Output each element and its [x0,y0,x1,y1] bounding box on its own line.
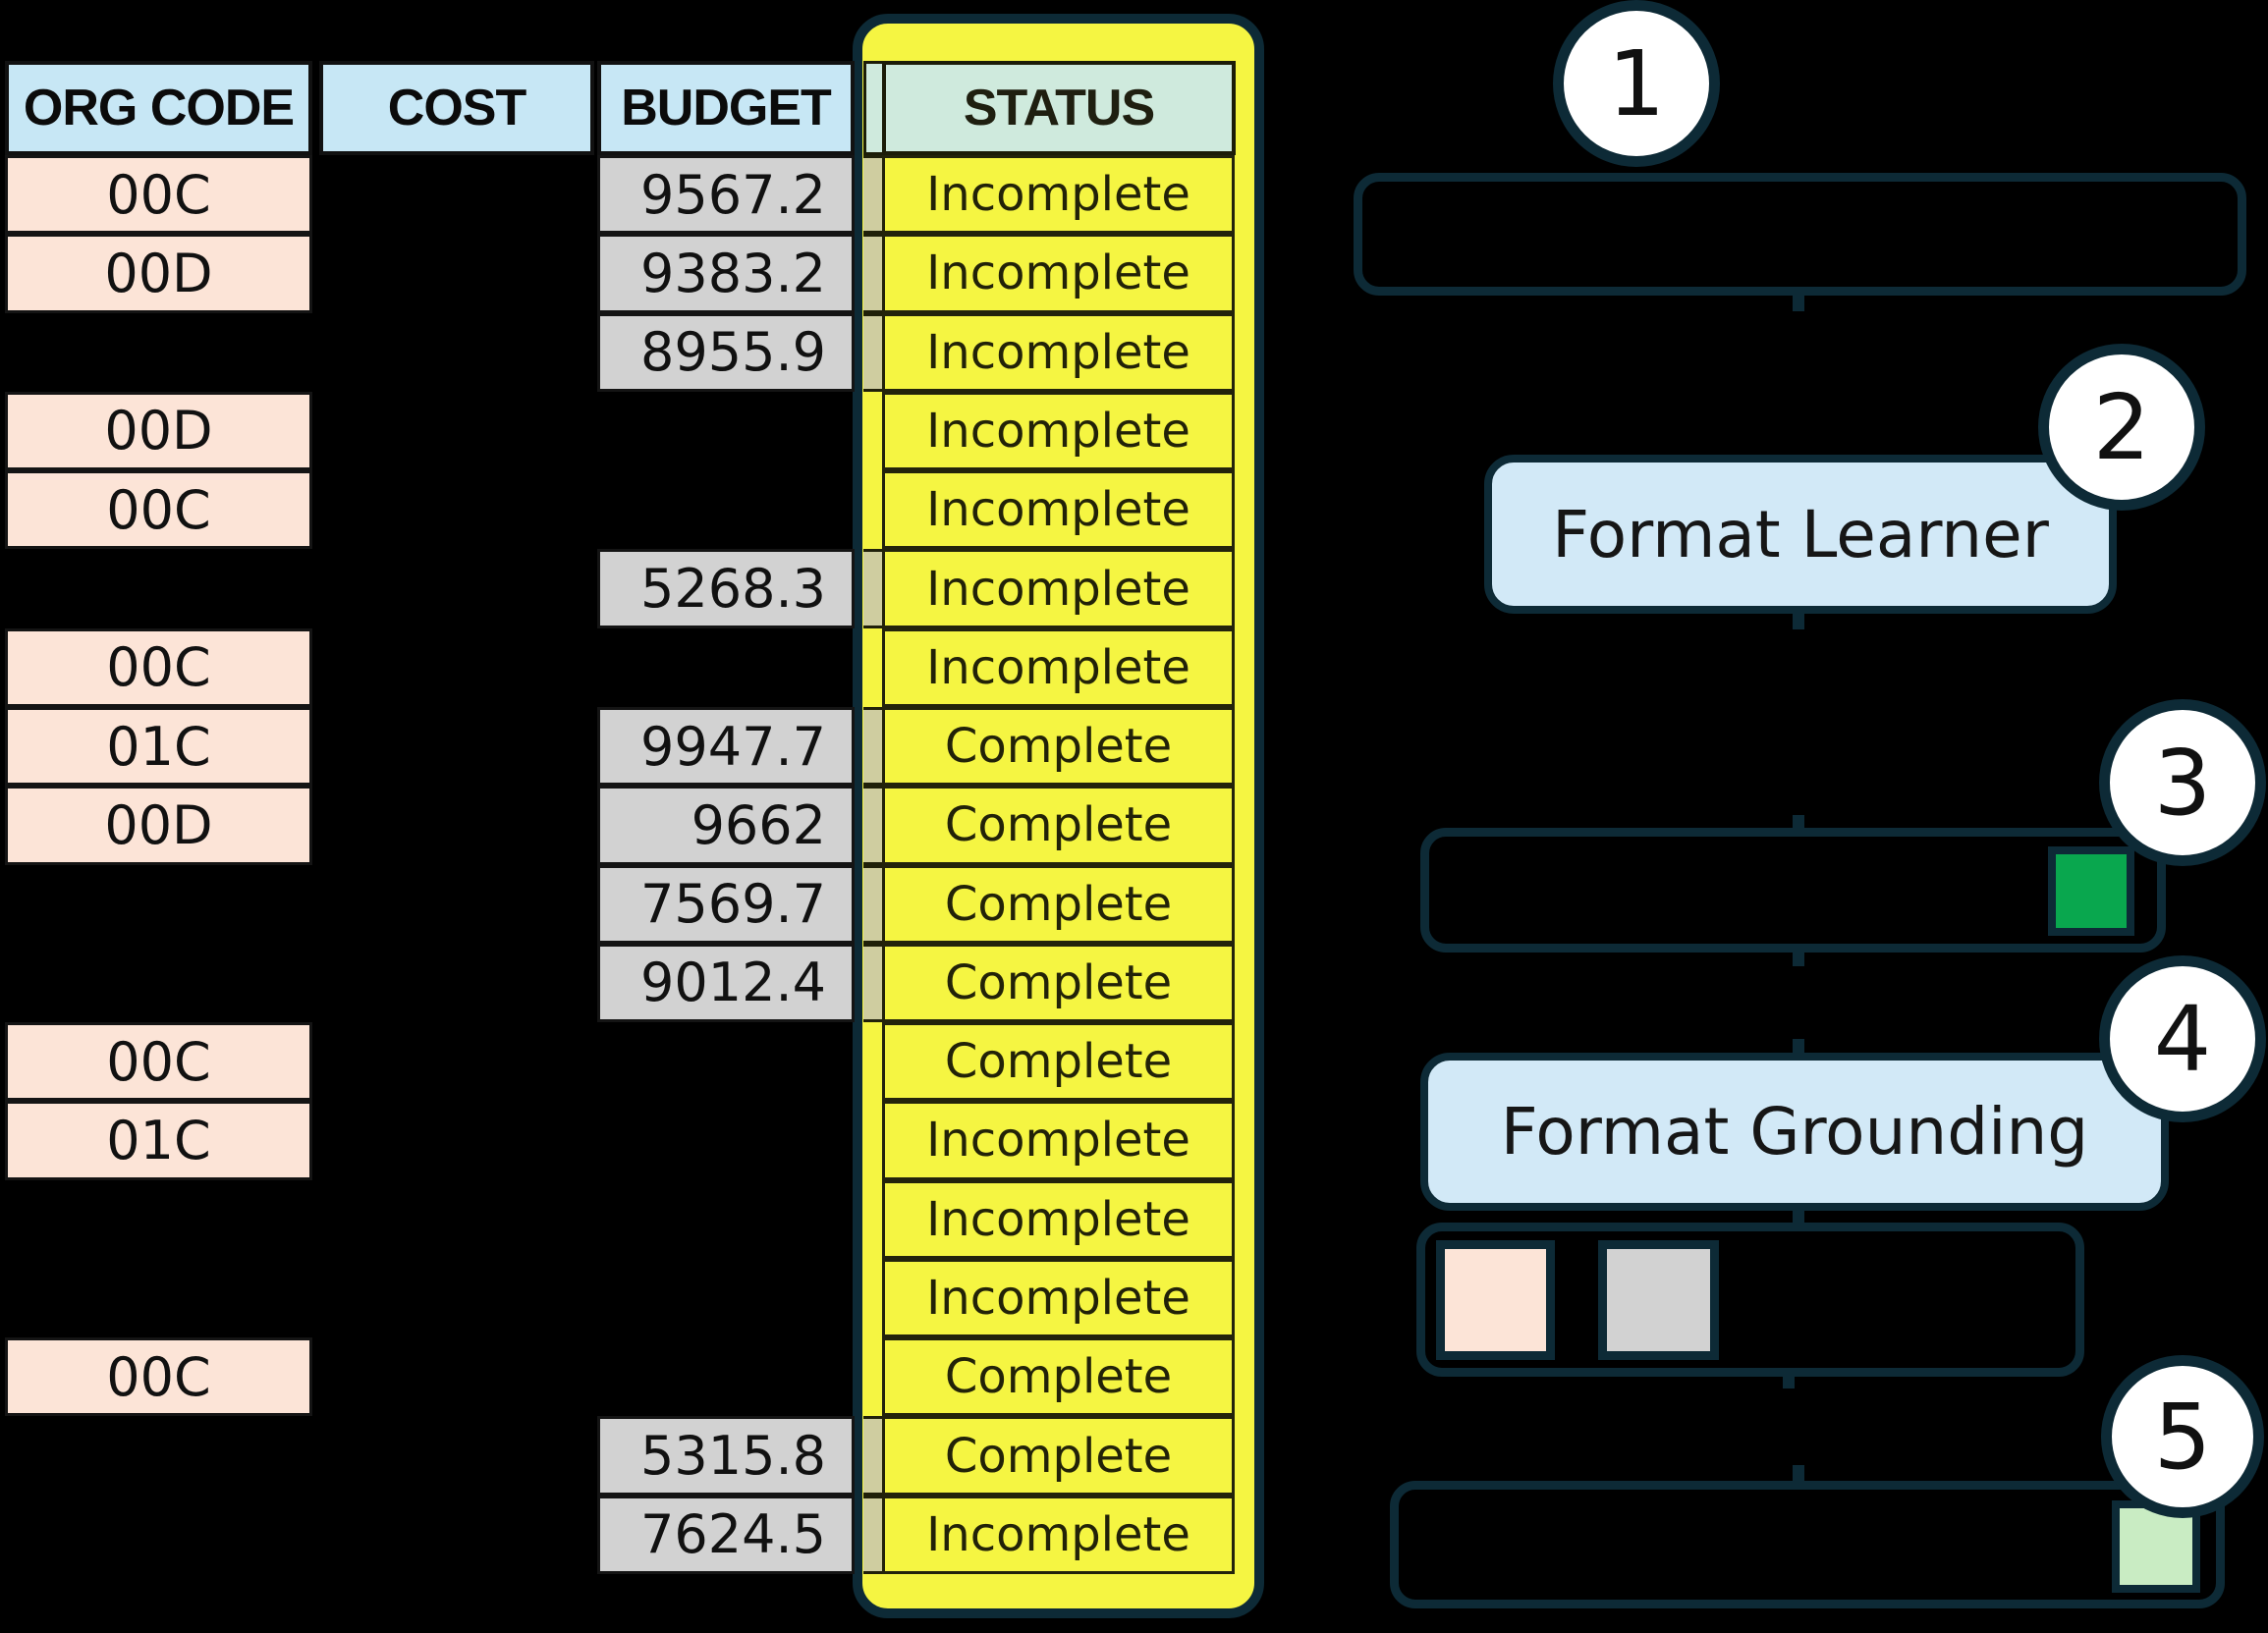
status-cell: Complete [882,706,1235,787]
budget-edge-sliver [863,786,884,865]
step-5-badge: 5 [2101,1355,2264,1518]
budget-cell: 8955.9 [597,312,855,392]
swatch-legend-box [1416,1223,2084,1377]
org-code-cell: 00C [5,1022,312,1102]
status-cell: Incomplete [882,1101,1235,1180]
cost-header: COST [319,61,594,155]
status-cell: Incomplete [882,155,1235,235]
gray-square-icon [1598,1240,1719,1360]
budget-edge-sliver [863,864,884,944]
budget-cell: 9662 [597,786,855,865]
connector-nub [1793,1207,1804,1225]
step-3-box [1420,828,2166,953]
status-cell: Incomplete [882,391,1235,471]
org-code-cell: 01C [5,1101,312,1180]
org-code-cell: 00D [5,391,312,471]
status-cell: Complete [882,1337,1235,1417]
budget-edge-sliver [863,155,884,235]
budget-edge-sliver [863,943,884,1023]
status-cell: Incomplete [882,1179,1235,1259]
org-code-cell: 00C [5,470,312,550]
status-cell: Complete [882,864,1235,944]
step-3-badge: 3 [2099,699,2266,866]
budget-edge-sliver [863,1495,884,1575]
org-code-cell: 01C [5,706,312,787]
org-code-cell: 00C [5,1337,312,1417]
connector-nub [1793,612,1804,629]
pink-square-icon [1436,1240,1555,1360]
format-learner-node: Format Learner [1484,455,2117,614]
step-1-badge: 1 [1553,0,1720,167]
connector-nub [1793,949,1804,966]
status-cell: Complete [882,786,1235,865]
budget-edge-sliver [863,234,884,313]
status-cell: Incomplete [882,1258,1235,1338]
org-code-cell: 00C [5,627,312,707]
status-cell: Complete [882,1022,1235,1102]
status-cell: Incomplete [882,470,1235,550]
budget-cell: 5268.3 [597,549,855,628]
step-2-badge: 2 [2038,344,2205,511]
budget-cell: 7569.7 [597,864,855,944]
org-code-cell: 00C [5,155,312,235]
step-5-box [1390,1481,2225,1608]
budget-cell: 9012.4 [597,943,855,1023]
format-grounding-node: Format Grounding [1420,1053,2169,1211]
org-code-cell: 00D [5,234,312,313]
step-4-badge: 4 [2099,955,2266,1122]
connector-nub [1793,1465,1804,1483]
status-cell: Complete [882,1416,1235,1496]
budget-edge-sliver [863,549,884,628]
status-cell: Incomplete [882,627,1235,707]
org-code-cell: 00D [5,786,312,865]
status-cell: Incomplete [882,549,1235,628]
budget-cell: 9947.7 [597,706,855,787]
status-header-sliver [863,61,882,155]
org-code-header: ORG CODE [5,61,312,155]
status-header: STATUS [882,61,1236,155]
green-square-icon [2048,846,2134,936]
status-cell: Complete [882,943,1235,1023]
step-1-box [1354,173,2246,296]
connector-nub [1793,1039,1804,1057]
budget-cell: 7624.5 [597,1495,855,1575]
budget-edge-sliver [863,312,884,392]
budget-cell: 9383.2 [597,234,855,313]
budget-cell: 5315.8 [597,1416,855,1496]
status-cell: Incomplete [882,234,1235,313]
budget-edge-sliver [863,1416,884,1496]
budget-edge-sliver [863,706,884,787]
connector-nub [1793,294,1804,311]
status-cell: Incomplete [882,1495,1235,1575]
budget-cell: 9567.2 [597,155,855,235]
status-cell: Incomplete [882,312,1235,392]
budget-header: BUDGET [597,61,855,155]
